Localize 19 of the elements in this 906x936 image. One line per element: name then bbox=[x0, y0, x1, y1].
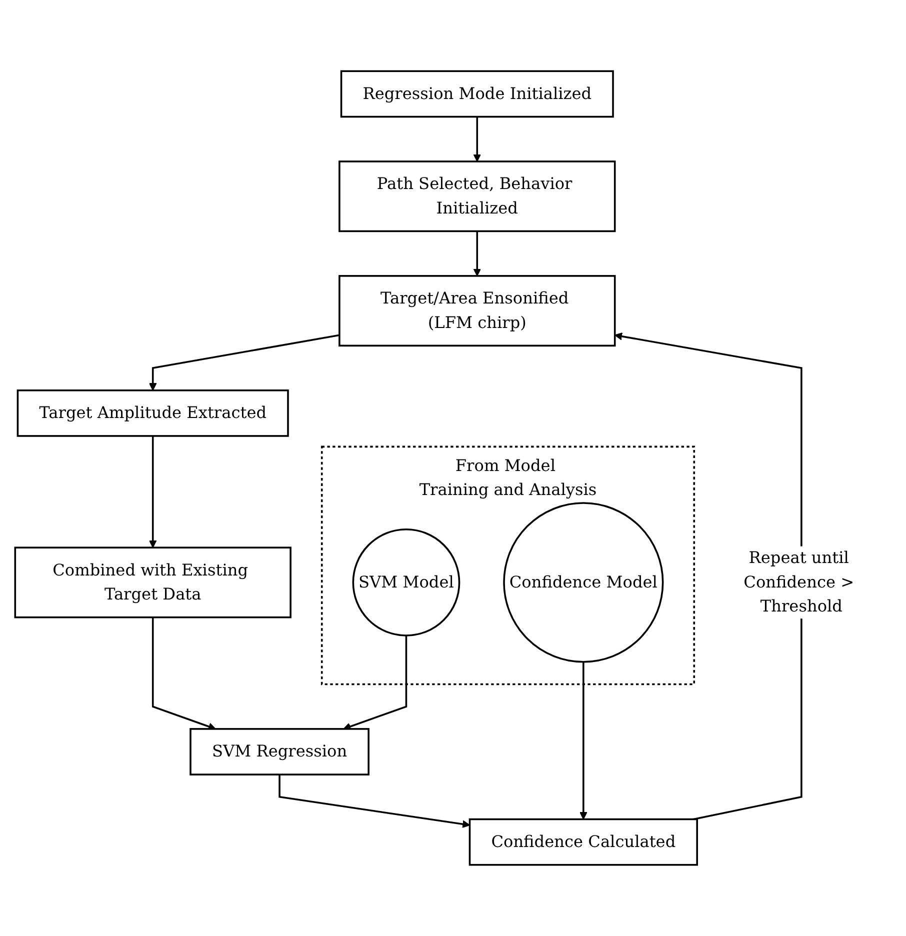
node-box: Regression Mode Initialized bbox=[340, 70, 614, 118]
node-box: SVM Regression bbox=[190, 728, 370, 776]
arrow bbox=[148, 436, 157, 548]
arrow bbox=[473, 231, 482, 276]
arrow bbox=[614, 332, 802, 820]
arrow bbox=[473, 116, 482, 162]
node-box: Combined with Existing Target Data bbox=[14, 546, 292, 618]
node-circle: SVM Model bbox=[352, 528, 460, 636]
arrow bbox=[579, 662, 588, 820]
arrow bbox=[278, 774, 470, 828]
arrow bbox=[152, 617, 216, 730]
edge-label: Repeat until Confidence > Threshold bbox=[744, 548, 854, 616]
node-box: Path Selected, Behavior Initialized bbox=[338, 160, 616, 232]
arrow bbox=[343, 636, 408, 730]
node-box: Target Amplitude Extracted bbox=[16, 389, 289, 437]
node-circle: Confidence Model bbox=[503, 502, 664, 663]
node-box: Target/Area Ensonified (LFM chirp) bbox=[338, 275, 616, 347]
node-box: Confidence Calculated bbox=[468, 818, 698, 866]
arrow bbox=[148, 334, 340, 391]
